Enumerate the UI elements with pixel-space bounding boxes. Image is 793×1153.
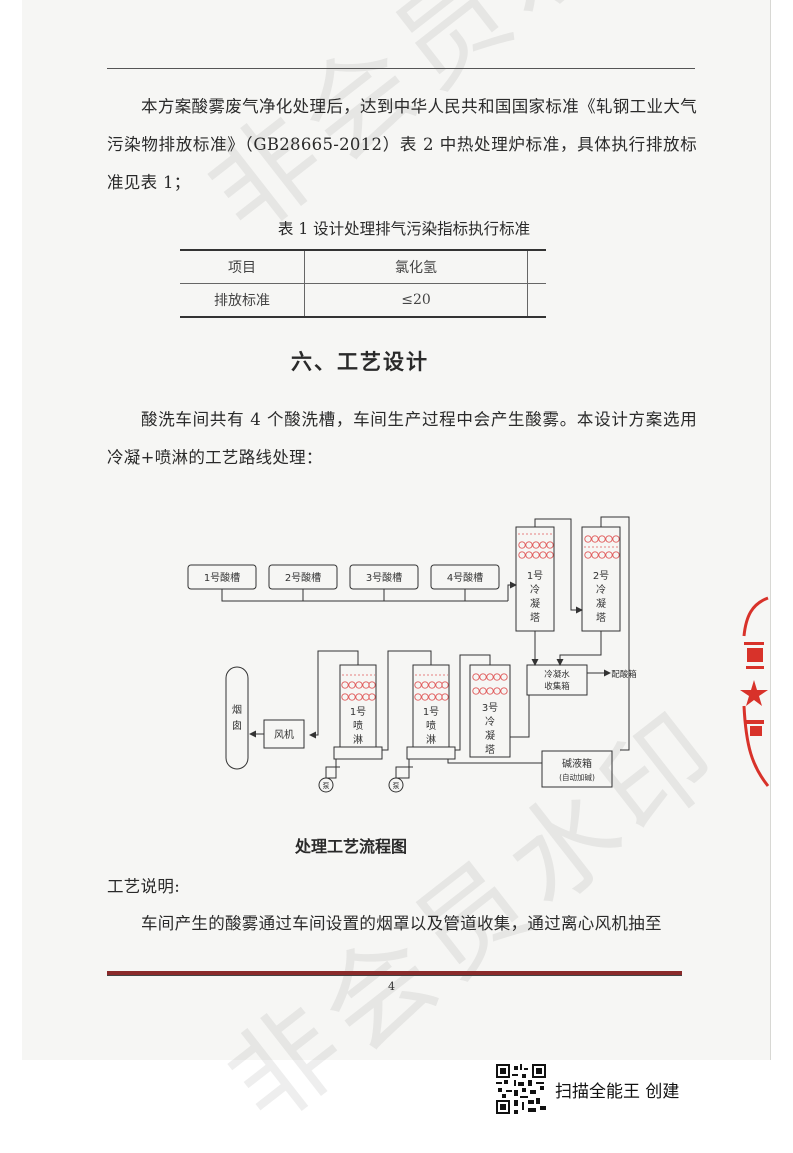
condenser-2-label: 塔: [596, 611, 606, 624]
tank-label-4: 4号酸槽: [447, 571, 483, 584]
condenser-1-label: 1号: [527, 570, 543, 582]
table-cell: ≤20: [304, 283, 528, 318]
scanner-credit: 扫描全能王 创建: [555, 1082, 680, 1102]
table-cell: [527, 283, 546, 318]
section-title: 六、工艺设计: [291, 349, 429, 374]
table-cell: 排放标准: [180, 283, 305, 318]
design-paragraph: 酸洗车间共有 4 个酸洗槽，车间生产过程中会产生酸雾。本设计方案选用冷凝+喷淋的…: [107, 410, 697, 467]
pump-label: 泵: [393, 782, 400, 790]
table-caption: 表 1 设计处理排气污染指标执行标准: [277, 220, 531, 238]
qr-code-icon: [496, 1064, 546, 1114]
alkali-note: (自动加碱): [559, 772, 595, 782]
alkali-box-label: 碱液箱: [562, 757, 592, 770]
spray-1-label: 淋: [353, 733, 363, 746]
process-paragraph: 车间产生的酸雾通过车间设置的烟罩以及管道收集，通过离心风机抽至: [141, 914, 662, 933]
spray-2-label: 喷: [426, 720, 436, 732]
table-cell: [527, 249, 546, 284]
condenser-1-label: 塔: [530, 611, 540, 624]
figure-caption: 处理工艺流程图: [294, 837, 407, 856]
process-flow-diagram: 1号酸槽 2号酸槽 3号酸槽 4号酸槽 1号 冷 凝 塔 2号 冷 凝 塔 3号…: [187, 516, 637, 793]
pump-label: 泵: [323, 782, 330, 790]
table-row: 排放标准 ≤20: [180, 283, 546, 318]
condenser-3-label: 塔: [485, 743, 495, 756]
spray-1-label: 喷: [353, 720, 363, 732]
condenser-1-label: 凝: [530, 598, 540, 610]
condenser-2-label: 凝: [596, 598, 606, 610]
tank-label-3: 3号酸槽: [366, 571, 402, 584]
chimney-label: 烟: [232, 703, 242, 716]
acid-box-label: 配酸箱: [611, 669, 637, 680]
collector-label: 收集箱: [544, 681, 570, 692]
condenser-3-label: 凝: [485, 730, 495, 742]
spray-1-label: 1号: [350, 706, 366, 718]
document-page: [22, 0, 770, 1060]
intro-paragraph: 本方案酸雾废气净化处理后，达到中华人民共和国国家标准《轧钢工业大气污染物排放标准…: [107, 97, 697, 192]
spray-2-label: 淋: [426, 733, 436, 746]
condenser-1-label: 冷: [530, 583, 540, 596]
page-number: 4: [388, 980, 395, 993]
condenser-2-label: 冷: [596, 583, 606, 596]
condenser-2-label: 2号: [593, 570, 609, 582]
tank-label-1: 1号酸槽: [204, 571, 240, 584]
chimney-label: 囱: [232, 719, 242, 732]
condenser-3-label: 3号: [482, 702, 498, 714]
header-rule: [107, 68, 695, 69]
process-label: 工艺说明:: [107, 877, 181, 896]
collector-label: 冷凝水: [544, 669, 570, 680]
condenser-3-label: 冷: [485, 715, 495, 728]
seal-stamp-icon: [740, 596, 770, 787]
table-cell: 项目: [180, 249, 305, 284]
spray-2-label: 1号: [423, 706, 439, 718]
table-row: 项目 氯化氢: [180, 249, 546, 284]
fan-label: 风机: [274, 728, 294, 741]
table-cell: 氯化氢: [304, 249, 528, 284]
emission-standard-table: 项目 氯化氢 排放标准 ≤20: [180, 249, 546, 318]
tank-label-2: 2号酸槽: [285, 571, 321, 584]
footer-rule: [107, 971, 682, 976]
